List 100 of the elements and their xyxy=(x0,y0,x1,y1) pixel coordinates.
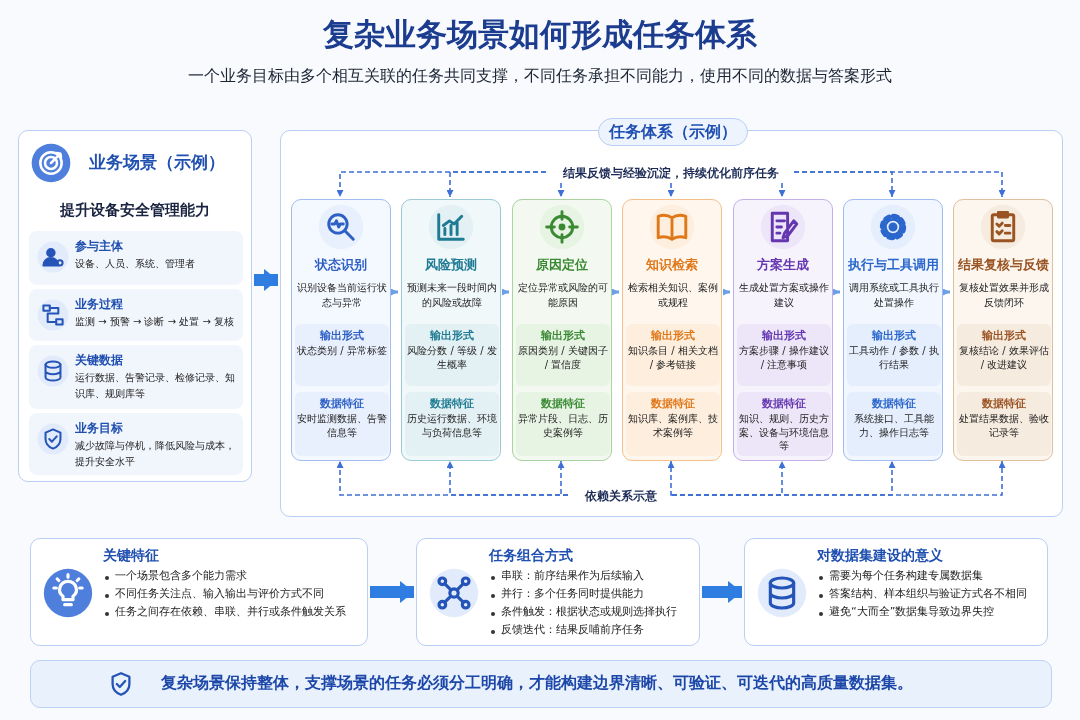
task-title: 原因定位 xyxy=(535,256,589,274)
subtitle: 一个业务目标由多个相互关联的任务共同支撑，不同任务承担不同能力，使用不同的数据与答案形式 xyxy=(187,66,893,87)
section-text: 原因类别 / 关键因子 / 置信度 xyxy=(517,344,609,371)
task-card xyxy=(401,199,501,461)
arrow xyxy=(254,269,278,291)
bullet-item: 串联：前序结果作为后续输入 xyxy=(489,567,693,586)
info-panel xyxy=(626,324,720,386)
summary-card xyxy=(744,538,1048,646)
arrow xyxy=(943,288,950,296)
task-description: 定位异常或风险的可能原因 xyxy=(517,281,609,310)
task-title: 状态识别 xyxy=(313,256,368,274)
item-heading: 参与主体 xyxy=(75,238,123,255)
section-heading: 输出形式 xyxy=(871,329,917,343)
section-text: 状态类别 / 异常标签 xyxy=(296,344,388,358)
section-text: 安时监测数据、告警信息等 xyxy=(296,412,388,439)
conclusion-banner xyxy=(30,660,1052,708)
info-item-card xyxy=(29,289,243,341)
task-card xyxy=(622,199,722,461)
info-panel xyxy=(516,392,610,456)
section-heading: 输出形式 xyxy=(650,329,696,343)
bullet-item: 一个场景包含多个能力需求 xyxy=(103,567,361,586)
arrow xyxy=(702,581,742,603)
dashed-arrow xyxy=(667,182,675,198)
title: 复杂业务场景如何形成任务体系 xyxy=(322,15,758,54)
task-description: 调用系统或工具执行处置操作 xyxy=(848,281,940,310)
arrow xyxy=(612,288,619,296)
dashed-arrow xyxy=(446,171,547,198)
info-item-card xyxy=(29,413,243,475)
task-card xyxy=(953,199,1053,461)
summary-card xyxy=(416,538,700,646)
section-text: 知识库、案例库、技术案例等 xyxy=(627,412,719,439)
section-heading: 数据特征 xyxy=(761,397,807,411)
info-item-card xyxy=(29,345,243,409)
task-card xyxy=(843,199,943,461)
panel-heading: 业务场景（示例） xyxy=(89,151,225,174)
task-title: 执行与工具调用 xyxy=(846,256,940,274)
dashed-arrow xyxy=(667,460,675,496)
item-text: 监测 → 预警 → 诊断 → 处置 → 复核 xyxy=(75,315,235,329)
section-text: 异常片段、日志、历史案例等 xyxy=(517,412,609,439)
scenario-goal: 提升设备安全管理能力 xyxy=(59,201,211,220)
section-text: 方案步骤 / 操作建议 / 注意事项 xyxy=(738,344,830,371)
task-card xyxy=(733,199,833,461)
section-text: 历史运行数据、环境与负荷信息等 xyxy=(406,412,498,439)
arrow xyxy=(833,288,840,296)
task-card xyxy=(512,199,612,461)
arrow xyxy=(391,288,398,296)
info-panel xyxy=(295,324,389,386)
arrow xyxy=(370,581,414,603)
task-title: 风险预测 xyxy=(424,256,478,274)
card-heading: 关键特征 xyxy=(103,547,160,565)
section-heading: 数据特征 xyxy=(981,397,1027,411)
card-heading: 对数据集建设的意义 xyxy=(817,547,944,565)
info-panel xyxy=(957,392,1051,456)
info-panel xyxy=(847,324,941,386)
info-panel xyxy=(957,324,1051,386)
info-panel xyxy=(405,324,499,386)
info-panel xyxy=(295,392,389,456)
task-description: 预测未来一段时间内的风险或故障 xyxy=(406,281,498,310)
section-text: 系统接口、工具能力、操作日志等 xyxy=(853,412,935,439)
section-text: 处置结果数据、验收记录等 xyxy=(958,412,1050,439)
item-heading: 业务目标 xyxy=(75,420,123,437)
info-panel xyxy=(737,324,831,386)
bullet-item: 答案结构、样本组织与验证方式各不相同 xyxy=(817,585,1041,604)
section-heading: 数据特征 xyxy=(540,397,586,411)
section-text: 风险分数 / 等级 / 发生概率 xyxy=(406,344,498,371)
info-panel xyxy=(847,392,941,456)
dashed-arrow xyxy=(557,182,565,198)
task-description: 检索相关知识、案例或规程 xyxy=(627,281,719,310)
item-heading: 业务过程 xyxy=(75,296,123,313)
task-description: 复核处置效果并形成反馈闭环 xyxy=(958,281,1050,310)
dashed-arrow xyxy=(557,460,569,496)
task-description: 生成处置方案或操作建议 xyxy=(738,281,830,310)
item-text: 减少故障与停机，降低风险与成本，提升安全水平 xyxy=(75,439,236,469)
section-heading: 数据特征 xyxy=(650,397,696,411)
task-title: 知识检索 xyxy=(645,256,699,274)
summary-card xyxy=(30,538,368,646)
section-heading: 输出形式 xyxy=(540,329,586,343)
section-heading: 数据特征 xyxy=(319,397,365,411)
info-panel xyxy=(405,392,499,456)
section-heading: 输出形式 xyxy=(981,329,1027,343)
section-text: 知识、规则、历史方案、设备与环境信息等 xyxy=(738,412,830,453)
task-description: 识别设备当前运行状态与异常 xyxy=(296,281,388,310)
section-heading: 输出形式 xyxy=(429,329,475,343)
bullet-item: 不同任务关注点、输入输出与评价方式不同 xyxy=(103,585,361,604)
item-heading: 关键数据 xyxy=(75,352,123,369)
task-card xyxy=(291,199,391,461)
info-panel xyxy=(626,392,720,456)
task-title: 结果复核与反馈 xyxy=(956,256,1050,274)
section-text: 复核结论 / 效果评估 / 改进建议 xyxy=(958,344,1050,371)
bullet-item: 并行：多个任务同时提供能力 xyxy=(489,585,693,604)
bullet-item: 反馈迭代：结果反哺前序任务 xyxy=(489,621,693,640)
section-text: 工具动作 / 参数 / 执行结果 xyxy=(848,344,940,371)
bullet-item: 条件触发：根据状态或规则选择执行 xyxy=(489,603,693,622)
section-heading: 数据特征 xyxy=(429,397,475,411)
item-text: 运行数据、告警记录、检修记录、知识库、规则库等 xyxy=(75,371,236,401)
info-panel xyxy=(516,324,610,386)
dashed-arrow xyxy=(793,171,1006,198)
info-panel xyxy=(737,392,831,456)
panel-title-tab: 任务体系（示例） xyxy=(597,118,748,146)
info-item-card xyxy=(29,231,243,285)
